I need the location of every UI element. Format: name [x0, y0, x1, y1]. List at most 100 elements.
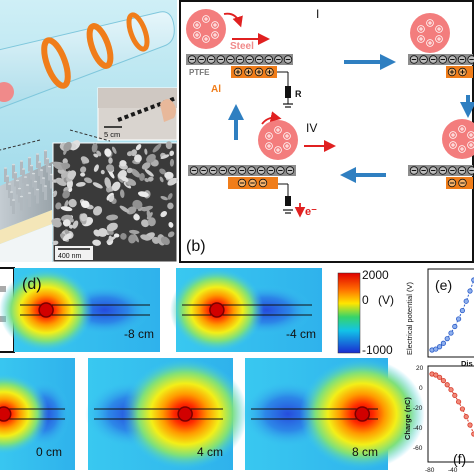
- stage-4: IV e⁻: [188, 111, 336, 218]
- negative-charge: [429, 166, 438, 175]
- steel-ball-stage-1: [186, 9, 226, 49]
- positive-charge: [202, 15, 210, 23]
- negative-charge: [226, 55, 235, 64]
- negative-charge: [409, 55, 419, 64]
- negative-charge: [228, 166, 237, 175]
- series-f-point: [455, 399, 462, 405]
- negative-charge: [235, 55, 245, 64]
- panel-e-xlabel: Dis: [461, 359, 473, 368]
- series-e-point: [467, 288, 473, 294]
- panel-f-label: (f): [453, 451, 466, 467]
- f-xtick-m80: -80: [425, 467, 435, 474]
- series-f-point: [436, 374, 443, 380]
- negative-charge: [457, 166, 467, 175]
- field-map-2: -4 cm: [170, 268, 322, 352]
- colorbar-unit: (V): [378, 293, 394, 307]
- panel-f-yticks: 20 0 -20 -40 -60: [413, 365, 424, 452]
- ptfe-label: PTFE: [189, 68, 210, 77]
- stage-3: [408, 119, 474, 189]
- panel-a: 5 cm 400 nm: [0, 0, 178, 263]
- positive-charge: [244, 67, 253, 77]
- panel-b-label: (b): [186, 238, 206, 255]
- field-map-3: 0 cm: [0, 358, 75, 470]
- negative-charge: [206, 55, 216, 64]
- negative-charge: [458, 178, 467, 188]
- f-ytick-m40: -40: [413, 425, 423, 432]
- positive-charge: [435, 35, 443, 43]
- steel-label: Steel: [230, 41, 254, 52]
- positive-charge: [449, 141, 457, 149]
- negative-charge: [274, 55, 283, 64]
- sem-image: 400 nm: [51, 140, 178, 263]
- negative-charge: [276, 166, 285, 175]
- series-e-point: [440, 340, 446, 346]
- series-e-point: [459, 307, 465, 314]
- positive-charge: [435, 25, 443, 33]
- aluminum-rings: [41, 12, 150, 89]
- negative-charge: [448, 166, 457, 175]
- positive-charge: [265, 67, 274, 77]
- negative-charge: [189, 166, 199, 175]
- negative-charge: [199, 166, 208, 175]
- positive-charge: [211, 21, 219, 29]
- negative-charge: [216, 55, 225, 64]
- positive-charge: [467, 141, 474, 149]
- positive-charge: [193, 21, 201, 29]
- series-f-point: [433, 372, 439, 378]
- series-e-point: [448, 330, 454, 336]
- negative-charge: [409, 166, 419, 175]
- positive-charge: [274, 146, 282, 154]
- negative-charge: [448, 55, 457, 64]
- series-f-point: [452, 392, 458, 399]
- negative-charge: [429, 55, 438, 64]
- series-f-point: [444, 382, 450, 388]
- positive-charge: [283, 142, 291, 150]
- series-e-point: [444, 336, 450, 342]
- resistor-label: R: [295, 89, 302, 99]
- negative-charge: [237, 178, 247, 188]
- positive-charge: [193, 31, 201, 39]
- negative-charge: [218, 166, 227, 175]
- positive-charge: [458, 67, 467, 77]
- panel-e-ylabel: Electrical potential (V): [405, 282, 414, 355]
- series-f-point: [459, 406, 465, 412]
- negative-charge: [258, 178, 268, 188]
- f-ytick-m20: -20: [413, 405, 423, 412]
- positive-charge: [233, 67, 243, 77]
- negative-charge: [247, 166, 256, 175]
- positive-charge: [211, 31, 219, 39]
- negative-charge: [285, 166, 295, 175]
- field-map-5: 8 cm: [242, 358, 425, 470]
- al-label: Al: [211, 84, 221, 95]
- series-f-point: [463, 414, 469, 420]
- stage-4-label: IV: [306, 121, 317, 135]
- negative-charge: [257, 166, 266, 175]
- colorbar: [337, 272, 361, 354]
- panel-e-label: (e): [435, 277, 452, 293]
- series-e-point: [463, 298, 469, 304]
- positive-charge: [467, 131, 474, 139]
- steel-ball: [0, 82, 14, 102]
- positive-charge: [283, 132, 291, 140]
- series-e-point: [436, 344, 443, 350]
- negative-charge: [245, 55, 254, 64]
- position-label: -4 cm: [286, 327, 316, 341]
- negative-charge: [438, 55, 447, 64]
- positive-charge: [426, 19, 434, 27]
- position-label: 0 cm: [36, 445, 62, 459]
- panel-e: (e) Electrical potential (V) Dis: [405, 268, 474, 368]
- field-map-1: -8 cm: [0, 268, 160, 352]
- al-electrode: [231, 66, 277, 78]
- positive-charge: [458, 125, 466, 133]
- negative-charge: [467, 166, 474, 175]
- photo-scale-label: 5 cm: [104, 130, 120, 139]
- f-ytick-0: 0: [419, 385, 423, 392]
- stage-1-label: I: [316, 7, 319, 21]
- resistor: [285, 86, 291, 98]
- series-f-point: [448, 387, 454, 393]
- negative-charge: [438, 166, 447, 175]
- colorbar-min: -1000: [362, 343, 393, 357]
- panel-f-ylabel: Charge (nC): [403, 397, 412, 440]
- panel-e-plot-area: [427, 268, 474, 358]
